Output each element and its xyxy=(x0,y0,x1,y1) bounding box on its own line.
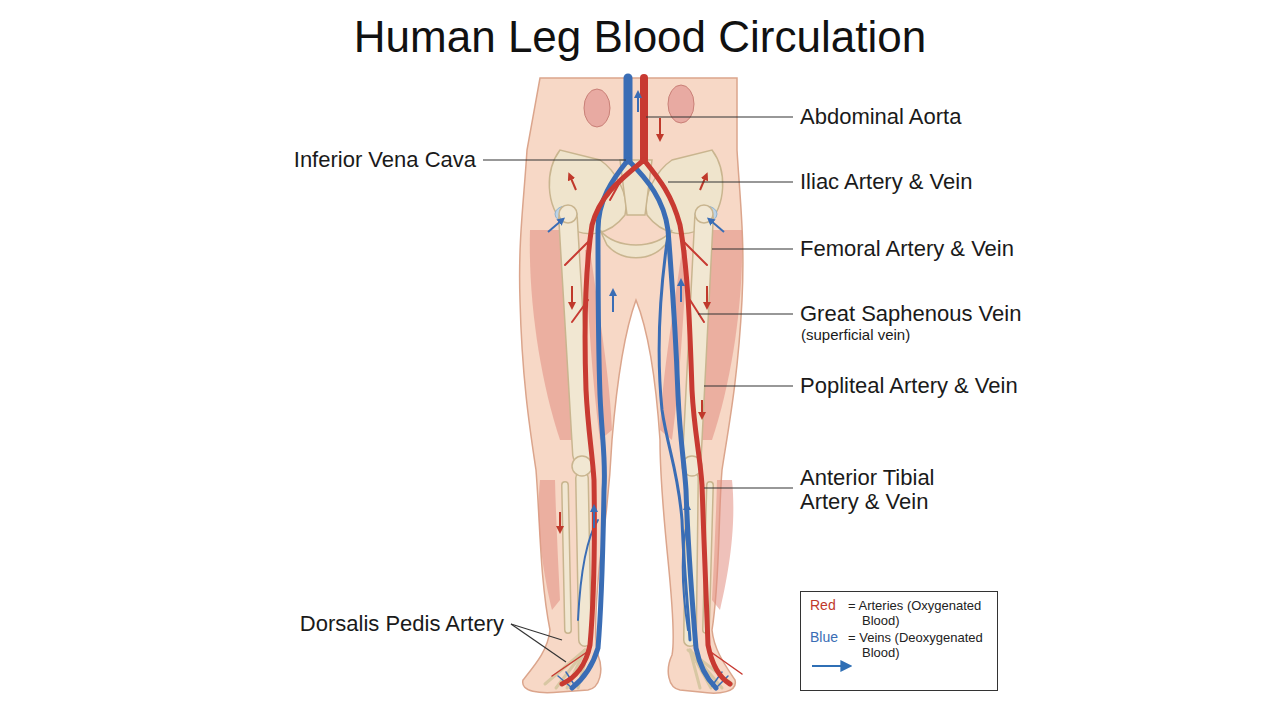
leader-lines xyxy=(483,117,793,662)
part-label: Anterior Tibial Artery & Vein xyxy=(800,466,972,514)
leg-bones xyxy=(545,218,732,688)
part-label: Inferior Vena Cava xyxy=(294,147,476,173)
part-label: Dorsalis Pedis Artery xyxy=(300,611,504,637)
legend-row: Red = Arteries (Oxygenated Blood) xyxy=(810,598,997,628)
part-label: (superficial vein) xyxy=(801,326,910,344)
kidney xyxy=(584,89,610,127)
patella xyxy=(572,456,592,476)
legend-arrow xyxy=(812,665,850,667)
part-label: Femoral Artery & Vein xyxy=(800,236,1014,262)
legend-box: Red = Arteries (Oxygenated Blood) Blue = Ve… xyxy=(800,591,998,691)
veins xyxy=(558,78,728,688)
legend-row: Blue = Veins (Deoxygenated Blood) xyxy=(810,630,997,660)
legend-swatch: Blue xyxy=(810,630,848,645)
part-label: Iliac Artery & Vein xyxy=(800,169,972,195)
part-label: Popliteal Artery & Vein xyxy=(800,373,1018,399)
part-label: Abdominal Aorta xyxy=(800,104,961,130)
legend-swatch: Red xyxy=(810,598,848,613)
part-label: Great Saphenous Vein xyxy=(800,301,1021,327)
diagram-title: Human Leg Blood Circulation xyxy=(0,12,1280,62)
legend-color-word: Red xyxy=(810,597,836,613)
arteries xyxy=(552,78,742,684)
legend-text: = Veins (Deoxygenated Blood) xyxy=(848,630,994,660)
legend-color-word: Blue xyxy=(810,629,838,645)
legend-text: = Arteries (Oxygenated Blood) xyxy=(848,598,994,628)
